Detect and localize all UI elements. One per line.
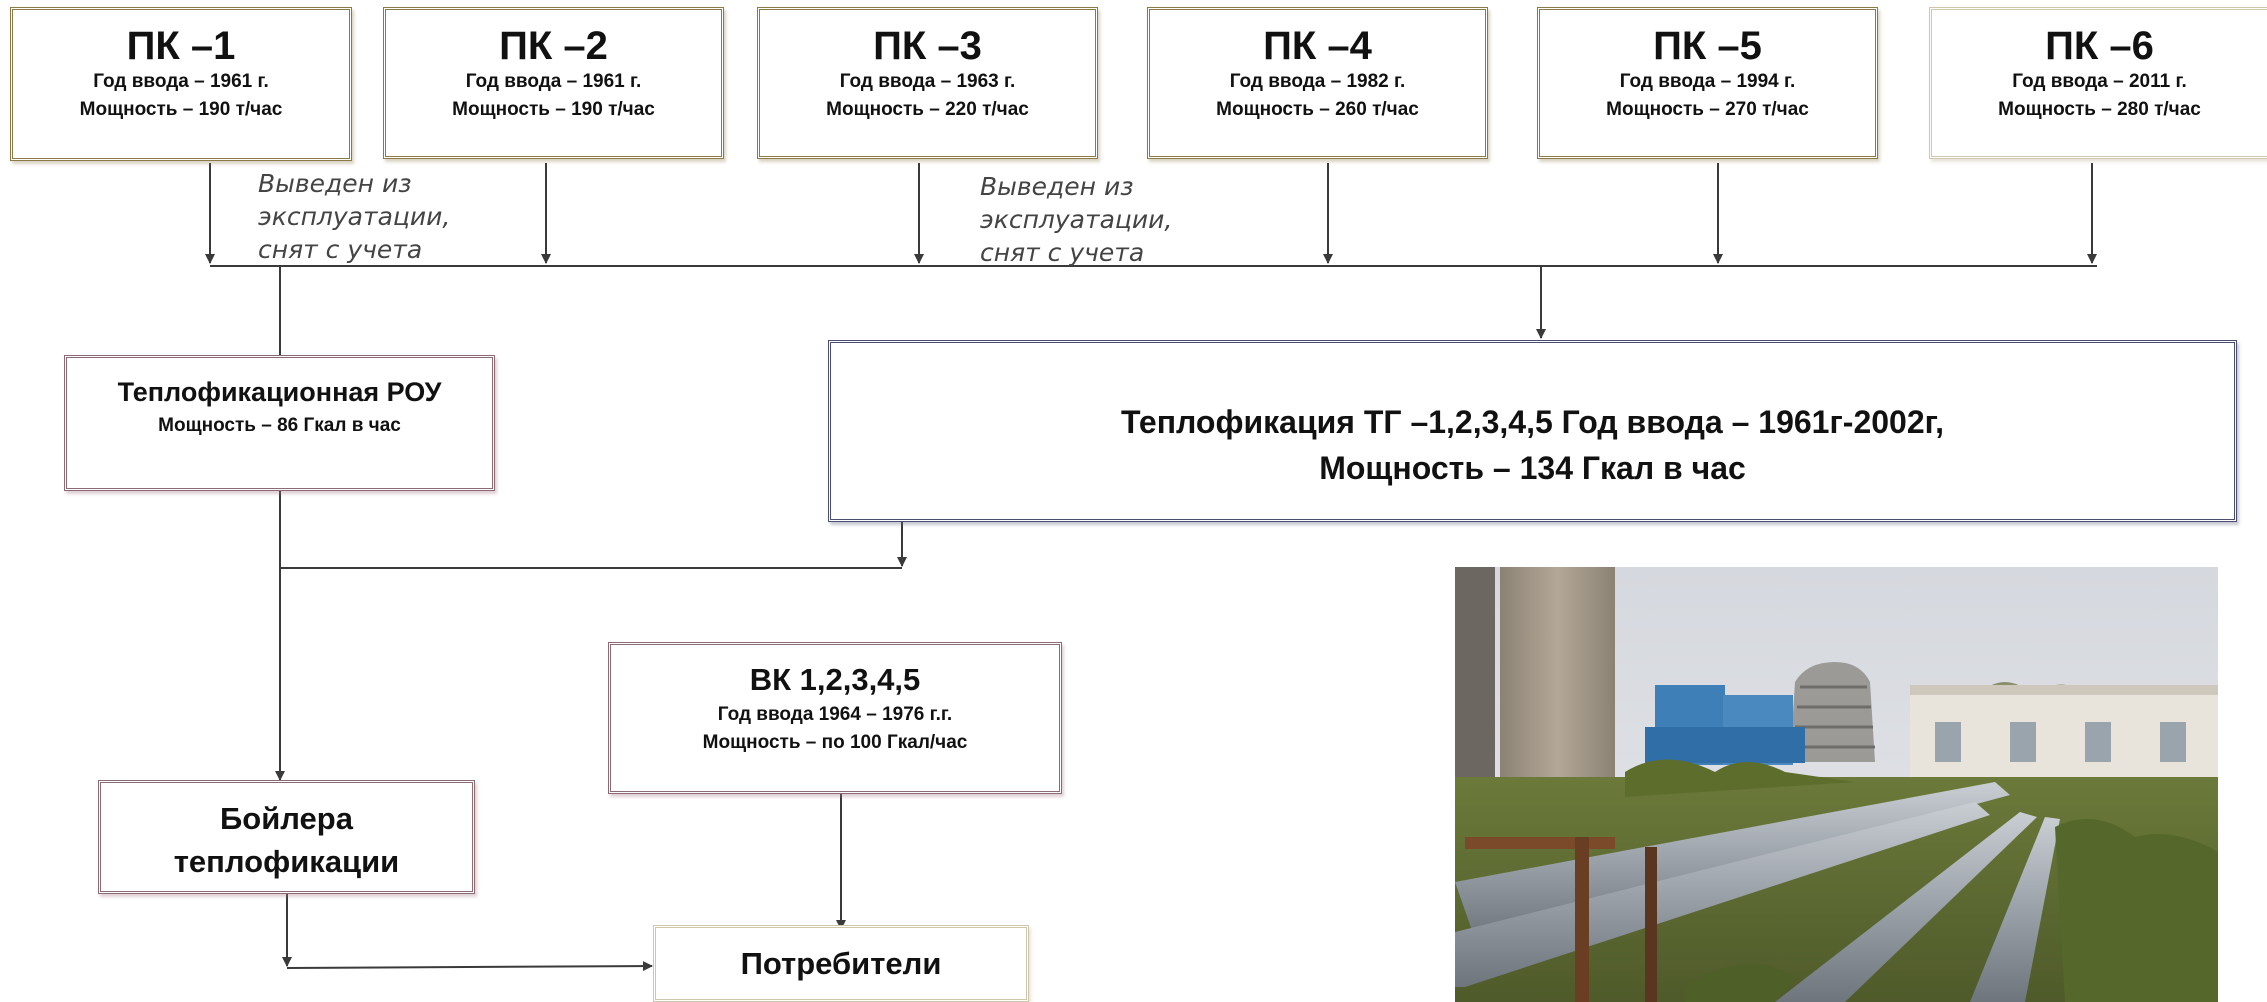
pk1-title: ПК –1	[126, 24, 236, 68]
vk-year: Год ввода 1964 – 1976 г.г.	[717, 704, 953, 725]
vk-power: Мощность – по 100 Гкал/час	[702, 732, 968, 753]
pk1-year: Год ввода – 1961 г.	[93, 71, 269, 92]
pk4-year: Год ввода – 1982 г.	[1229, 71, 1406, 92]
heating-boilers-box: Бойлера теплофикации	[98, 780, 475, 894]
pk4-power: Мощность – 260 т/час	[1216, 99, 1419, 120]
pk2-box: ПК –2 Год ввода – 1961 г. Мощность – 190…	[383, 7, 724, 159]
pk5-title: ПК –5	[1653, 24, 1762, 68]
pk3-retired-note: Выведен из эксплуатации, снят с учета	[980, 170, 1172, 269]
pk3-note-line-2: эксплуатации,	[980, 205, 1173, 234]
heating-pipelines-photo	[1455, 567, 2218, 1002]
pk1-note-line-3: снят с учета	[258, 235, 423, 264]
pk6-year: Год ввода – 2011 г.	[2012, 71, 2187, 92]
rou-title: Теплофикационная РОУ	[117, 377, 442, 407]
turbines-line-1: Теплофикация ТГ –1,2,3,4,5 Год ввода – 1…	[1120, 404, 1945, 440]
pk3-box: ПК –3 Год ввода – 1963 г. Мощность – 220…	[757, 7, 1098, 159]
heating-boilers-line-1: Бойлера	[220, 801, 353, 836]
heating-boilers-line-2: теплофикации	[173, 844, 400, 879]
turbines-box: Теплофикация ТГ –1,2,3,4,5 Год ввода – 1…	[828, 340, 2237, 522]
pk1-note-line-1: Выведен из	[258, 169, 412, 198]
boilers-to-consumers-arrow	[286, 961, 653, 972]
pk5-power: Мощность – 270 т/час	[1606, 99, 1809, 120]
pk2-power: Мощность – 190 т/час	[452, 99, 655, 120]
turbines-line-2: Мощность – 134 Гкал в час	[1319, 450, 1746, 486]
pk4-title: ПК –4	[1263, 24, 1372, 68]
pk1-power: Мощность – 190 т/час	[79, 99, 283, 120]
pk6-box: ПК –6 Год ввода – 2011 г. Мощность – 280…	[1929, 7, 2267, 159]
pk6-power: Мощность – 280 т/час	[1998, 99, 2201, 120]
pk3-power: Мощность – 220 т/час	[826, 99, 1029, 120]
pk4-box: ПК –4 Год ввода – 1982 г. Мощность – 260…	[1147, 7, 1488, 159]
pk2-year: Год ввода – 1961 г.	[465, 71, 642, 92]
pk1-retired-note: Выведен из эксплуатации, снят с учета	[258, 167, 450, 266]
rou-box: Теплофикационная РОУ Мощность – 86 Гкал …	[64, 355, 495, 491]
rou-power: Мощность – 86 Гкал в час	[158, 415, 401, 436]
pk5-year: Год ввода – 1994 г.	[1619, 71, 1796, 92]
pk5-box: ПК –5 Год ввода – 1994 г. Мощность – 270…	[1537, 7, 1878, 159]
vk-title: ВК 1,2,3,4,5	[749, 662, 921, 697]
pk6-title: ПК –6	[2045, 24, 2154, 68]
pk3-year: Год ввода – 1963 г.	[839, 71, 1016, 92]
pk1-note-line-2: эксплуатации,	[258, 202, 451, 231]
pk1-box: ПК –1 Год ввода – 1961 г. Мощность – 190…	[10, 7, 352, 161]
pk3-title: ПК –3	[873, 24, 982, 68]
vk-box: ВК 1,2,3,4,5 Год ввода 1964 – 1976 г.г. …	[608, 642, 1062, 794]
consumers-label: Потребители	[740, 946, 942, 981]
consumers-box: Потребители	[653, 925, 1029, 1002]
pk2-title: ПК –2	[499, 24, 608, 68]
pk3-note-line-3: снят с учета	[980, 238, 1145, 267]
pk3-note-line-1: Выведен из	[980, 172, 1134, 201]
